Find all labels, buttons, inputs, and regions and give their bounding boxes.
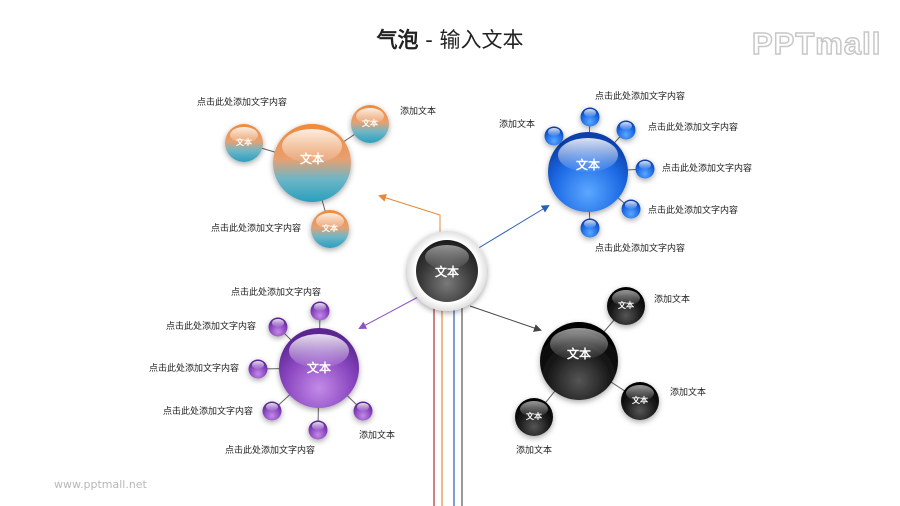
page-title: 气泡 - 输入文本: [0, 24, 900, 54]
purple-cluster: 文本 点击此处添加文字内容 点击此处添加文字内容 点击此处添加文字内容 点击此处…: [149, 286, 395, 456]
black-main-label: 文本: [567, 346, 591, 361]
blue-small-bubble-1[interactable]: [544, 126, 564, 146]
orange-label-1: 点击此处添加文字内容: [197, 96, 287, 108]
orange-cluster: 文本 文本 文本 文本 点击此处添加文字内容 添加文本 点击此处添加文字内容: [197, 96, 436, 248]
purple-small-bubble-5[interactable]: [353, 401, 373, 421]
orange-main-label: 文本: [300, 151, 324, 166]
purple-main-label: 文本: [307, 360, 331, 375]
arrow-to-black: [469, 305, 542, 332]
arrow-to-purple: [358, 295, 421, 329]
blue-label-5: 点击此处添加文字内容: [648, 204, 738, 216]
black-small-bubble-2[interactable]: 文本: [621, 382, 659, 420]
black-label-3: 添加文本: [516, 444, 552, 456]
blue-label-2: 点击此处添加文字内容: [595, 90, 685, 102]
orange-small-bubble-1[interactable]: 文本: [225, 124, 263, 162]
blue-label-6: 点击此处添加文字内容: [595, 242, 685, 254]
black-cluster: 文本 文本 文本 文本 添加文本 添加文本 添加文本: [515, 287, 706, 456]
black-small-label-3: 文本: [526, 411, 542, 421]
purple-small-bubble-3[interactable]: [248, 359, 268, 379]
orange-small-label-3: 文本: [322, 223, 338, 233]
orange-label-3: 点击此处添加文字内容: [211, 222, 301, 234]
center-bubble[interactable]: 文本: [407, 231, 487, 311]
blue-label-1: 添加文本: [499, 118, 535, 130]
center-bubble-label: 文本: [435, 264, 459, 279]
orange-small-label-1: 文本: [236, 137, 252, 147]
purple-small-bubble-1[interactable]: [310, 301, 330, 321]
blue-small-bubble-5[interactable]: [621, 199, 641, 219]
purple-small-bubble-6[interactable]: [308, 420, 328, 440]
blue-label-4: 点击此处添加文字内容: [662, 162, 752, 174]
black-small-label-2: 文本: [632, 395, 648, 405]
purple-small-bubble-4[interactable]: [262, 401, 282, 421]
footer-url: www.pptmall.net: [54, 478, 147, 491]
blue-small-bubble-4[interactable]: [635, 159, 655, 179]
purple-label-5: 添加文本: [359, 429, 395, 441]
orange-main-bubble[interactable]: 文本: [273, 124, 351, 202]
black-small-bubble-3[interactable]: 文本: [515, 398, 553, 436]
blue-small-bubble-6[interactable]: [580, 218, 600, 238]
title-rest: - 输入文本: [418, 28, 524, 52]
black-small-label-1: 文本: [618, 300, 634, 310]
purple-label-1: 点击此处添加文字内容: [231, 286, 321, 298]
black-label-2: 添加文本: [670, 386, 706, 398]
vertical-connector-lines: [433, 300, 463, 506]
blue-main-bubble[interactable]: 文本: [548, 132, 628, 212]
orange-label-2: 添加文本: [400, 105, 436, 117]
purple-label-6: 点击此处添加文字内容: [225, 444, 315, 456]
orange-small-label-2: 文本: [362, 118, 378, 128]
blue-label-3: 点击此处添加文字内容: [648, 121, 738, 133]
orange-small-bubble-3[interactable]: 文本: [311, 210, 349, 248]
purple-label-2: 点击此处添加文字内容: [166, 320, 256, 332]
blue-small-bubble-2[interactable]: [580, 107, 600, 127]
black-label-1: 添加文本: [654, 293, 690, 305]
brand-logo: PPTmall: [751, 25, 882, 62]
arrow-to-blue: [471, 204, 550, 253]
arrow-to-orange: [378, 193, 441, 235]
black-main-bubble[interactable]: 文本: [540, 322, 618, 400]
orange-small-bubble-2[interactable]: 文本: [351, 105, 389, 143]
purple-label-4: 点击此处添加文字内容: [163, 405, 253, 417]
purple-main-bubble[interactable]: 文本: [279, 328, 359, 408]
purple-small-bubble-2[interactable]: [268, 317, 288, 337]
title-main: 气泡: [376, 28, 419, 52]
blue-small-bubble-3[interactable]: [616, 120, 636, 140]
black-small-bubble-1[interactable]: 文本: [607, 287, 645, 325]
blue-cluster: 文本 添加文本 点击此处添加文字内容 点击此处添加文字内容 点击此处添加文字内容…: [499, 90, 752, 254]
blue-main-label: 文本: [576, 157, 600, 172]
purple-label-3: 点击此处添加文字内容: [149, 362, 239, 374]
